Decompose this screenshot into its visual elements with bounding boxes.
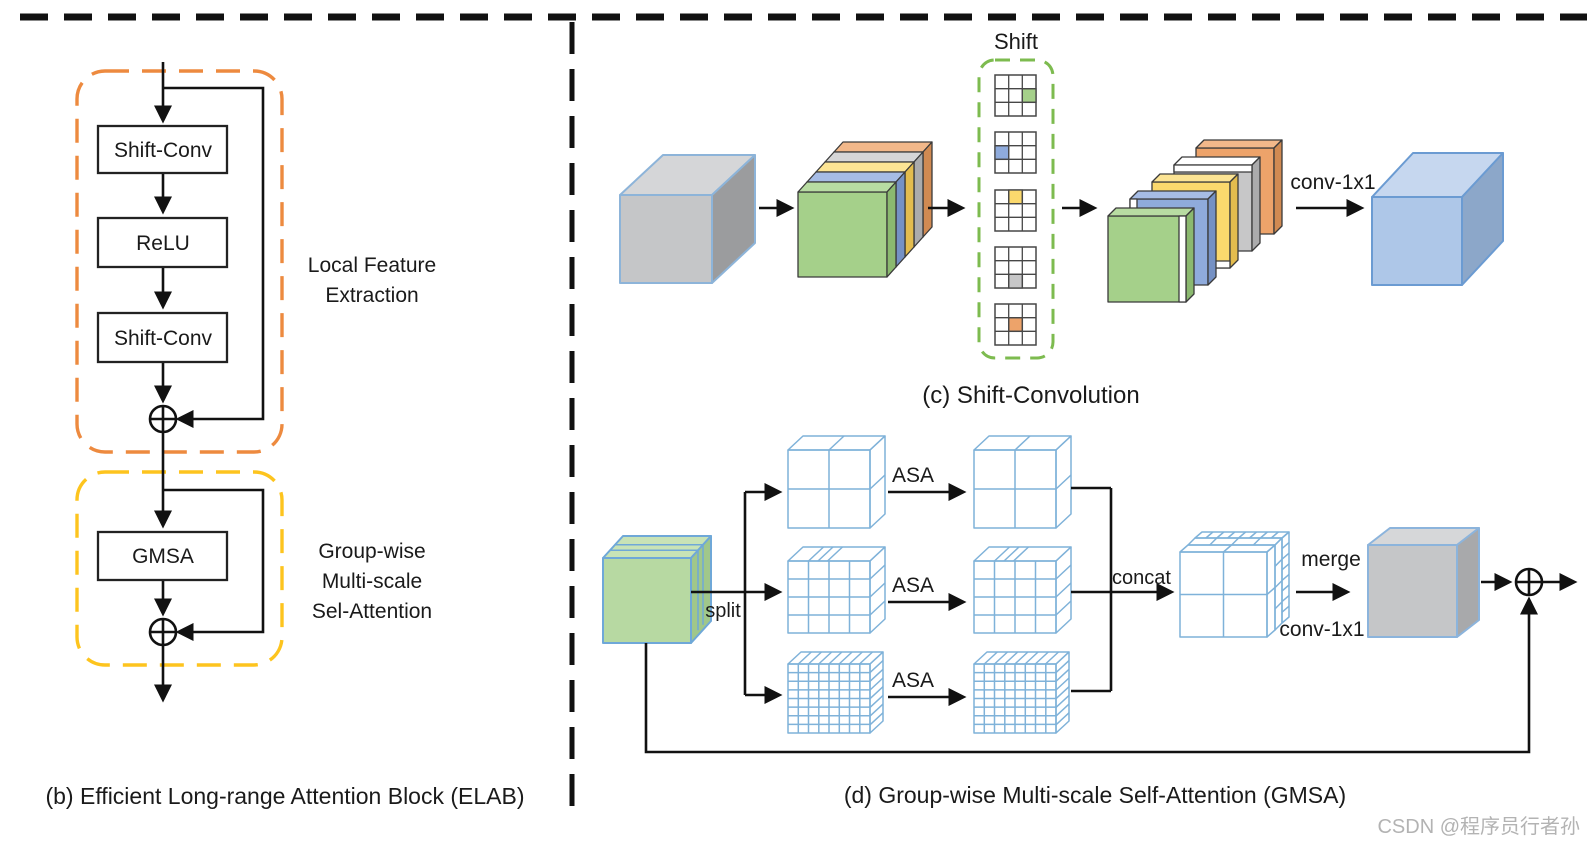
orange-window-8x8 — [973, 651, 1070, 734]
local-feature-label-line2: Extraction — [325, 284, 418, 307]
relu-label: ReLU — [136, 232, 190, 255]
panel-b: Shift-Conv ReLU Shift-Conv GMSA Local Fe… — [45, 62, 525, 809]
output-cube-c — [1371, 152, 1504, 286]
conv1x1-label-d: conv-1x1 — [1279, 618, 1364, 641]
relu-box — [96, 216, 229, 269]
green-window-4x4 — [787, 546, 886, 634]
caption-b: (b) Efficient Long-range Attention Block… — [45, 783, 524, 809]
add-node-1 — [148, 404, 178, 434]
shift-conv-label-1: Shift-Conv — [114, 139, 213, 162]
merge-label: merge — [1301, 548, 1361, 571]
shift-grid-center — [994, 303, 1037, 346]
panel-c: Shift — [619, 29, 1504, 409]
merged-cube — [1367, 527, 1480, 638]
green-window-8x8 — [787, 651, 884, 734]
watermark: CSDN @程序员行者孙 — [1377, 815, 1580, 838]
shift-conv-box-2 — [96, 311, 229, 364]
input-feature-cube — [619, 154, 756, 284]
shift-label: Shift — [994, 29, 1038, 54]
gmsa-input-cube — [602, 535, 712, 644]
asa-label-2: ASA — [892, 574, 934, 597]
asa-label-1: ASA — [892, 464, 934, 487]
residual-bypass — [644, 596, 1539, 754]
add-node-d — [1514, 567, 1544, 597]
shifted-feature-stack — [1107, 139, 1283, 303]
concat-label: concat — [1112, 567, 1171, 589]
local-feature-label-line1: Local Feature — [308, 254, 436, 277]
caption-c: (c) Shift-Convolution — [922, 382, 1139, 409]
shift-window: Shift — [977, 29, 1055, 360]
gmsa-label-line3: Sel-Attention — [312, 600, 432, 623]
gmsa-box-label: GMSA — [132, 545, 194, 568]
gmsa-label-line1: Group-wise — [318, 540, 425, 563]
split-lines — [691, 482, 783, 705]
green-window-2x2 — [787, 435, 886, 529]
conv1x1-label-c: conv-1x1 — [1290, 171, 1375, 194]
shift-conv-box-1 — [96, 124, 229, 175]
shift-outline — [977, 58, 1055, 360]
grouped-feature-stack — [797, 141, 933, 278]
asa-label-3: ASA — [892, 669, 934, 692]
gmsa-box — [96, 530, 229, 582]
yellow-window-4x4 — [973, 546, 1072, 634]
gmsa-outline — [75, 470, 284, 667]
shift-grid-down — [994, 246, 1037, 289]
concat-cube — [1179, 531, 1290, 638]
shift-grid-right — [994, 74, 1037, 117]
shift-grid-left — [994, 131, 1037, 174]
gmsa-label-line2: Multi-scale — [322, 570, 422, 593]
local-feature-outline — [75, 69, 284, 454]
flow-lines-b — [153, 62, 265, 703]
concat-lines — [1071, 486, 1175, 693]
shift-conv-label-2: Shift-Conv — [114, 327, 213, 350]
blue-window-2x2 — [973, 435, 1072, 529]
shift-grid-up — [994, 189, 1037, 232]
panel-d: split ASA ASA ASA — [602, 435, 1578, 808]
split-label: split — [705, 600, 741, 622]
add-node-2 — [148, 617, 178, 647]
caption-d: (d) Group-wise Multi-scale Self-Attentio… — [844, 782, 1346, 808]
